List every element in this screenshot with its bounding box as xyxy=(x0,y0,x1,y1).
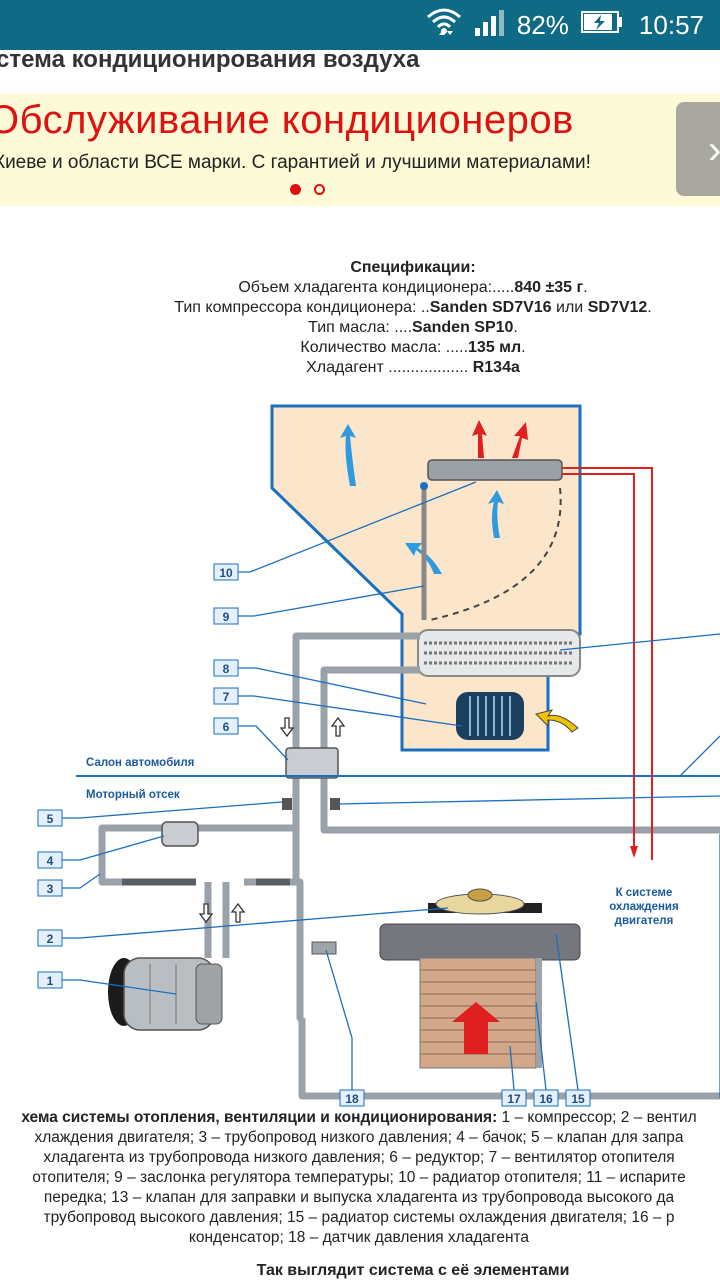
svg-text:8: 8 xyxy=(223,662,230,676)
ad-banner[interactable]: Обслуживание кондиционеров Киеве и облас… xyxy=(0,94,720,206)
spec-label: Хладагент .................. xyxy=(306,359,473,376)
clock: 10:57 xyxy=(638,9,704,40)
ac-system-diagram: Салон автомобиля Моторный отсек К систем… xyxy=(0,398,720,1110)
salon-label: Салон автомобиля xyxy=(86,757,194,769)
spec-value: 840 ±35 г xyxy=(514,279,584,296)
callout-7: 7 xyxy=(213,687,239,705)
svg-text:5: 5 xyxy=(47,812,54,826)
callout-18: 18 xyxy=(339,1089,365,1107)
motor-label: Моторный отсек xyxy=(86,789,180,801)
caption-line: 1 – компрессор; 2 – вентил xyxy=(497,1109,697,1126)
svg-text:10: 10 xyxy=(219,566,233,580)
svg-text:1: 1 xyxy=(47,974,54,988)
ad-text[interactable]: Киеве и области ВСЕ марки. С гарантией и… xyxy=(0,152,591,173)
callout-8: 8 xyxy=(213,659,239,677)
battery-percent: 82% xyxy=(516,9,569,40)
caption-title: хема системы отопления, вентиляции и кон… xyxy=(21,1109,498,1126)
radiator-fan xyxy=(428,888,542,915)
page-heading: стема кондиционирования воздуха xyxy=(0,46,420,73)
ad-dot[interactable] xyxy=(314,184,325,195)
svg-text:7: 7 xyxy=(223,690,230,704)
svg-text:9: 9 xyxy=(223,610,230,624)
pressure-sensor xyxy=(311,941,337,955)
caption-line: передка; 13 – клапан для заправки и выпу… xyxy=(43,1189,675,1206)
ad-dot-active[interactable] xyxy=(290,184,301,195)
spec-label: Тип компрессора кондиционера: .. xyxy=(174,299,430,316)
heater-fan xyxy=(456,692,524,740)
hot-air-arrows xyxy=(472,420,528,458)
svg-text:18: 18 xyxy=(345,1092,359,1106)
cooling-label-2: охлаждения xyxy=(609,901,678,913)
svg-text:15: 15 xyxy=(571,1092,585,1106)
svg-text:6: 6 xyxy=(223,720,230,734)
callout-10: 10 xyxy=(213,563,239,581)
spec-value: Sanden SD7V16 xyxy=(429,299,552,316)
pressure-reducer xyxy=(285,747,339,779)
callout-1: 1 xyxy=(37,971,63,989)
callout-3: 3 xyxy=(37,879,63,897)
spec-value: 135 мл xyxy=(468,339,522,356)
svg-text:16: 16 xyxy=(539,1092,553,1106)
ad-title[interactable]: Обслуживание кондиционеров xyxy=(0,98,574,142)
evaporator xyxy=(417,629,581,677)
callout-16: 16 xyxy=(533,1089,559,1107)
diagram-caption: хема системы отопления, вентиляции и кон… xyxy=(0,1108,720,1248)
wifi-icon xyxy=(425,5,463,46)
battery-icon xyxy=(579,9,623,42)
engine-radiator xyxy=(379,923,581,961)
caption-line: отопителя; 9 – заслонка регулятора темпе… xyxy=(32,1169,686,1186)
svg-text:2: 2 xyxy=(47,932,54,946)
callout-15: 15 xyxy=(565,1089,591,1107)
cooling-label-3: двигателя xyxy=(615,915,674,927)
caption-line: хлаждения двигателя; 3 – трубопровод низ… xyxy=(34,1129,684,1146)
compressor xyxy=(108,957,223,1031)
section-title: Так выглядит система с её элементами xyxy=(256,1262,570,1279)
spec-label: Количество масла: ..... xyxy=(300,339,469,356)
callout-2: 2 xyxy=(37,929,63,947)
caption-line: конденсатор; 18 – датчик давления хладаг… xyxy=(188,1229,530,1246)
svg-text:4: 4 xyxy=(47,854,54,868)
callout-17: 17 xyxy=(501,1089,527,1107)
cooling-label-1: К системе xyxy=(616,887,673,899)
spec-value: Sanden SP10 xyxy=(412,319,514,336)
callout-boxes: 10 9 8 7 6 5 4 3 2 1 18 17 16 15 xyxy=(37,563,591,1107)
spec-value: SD7V12 xyxy=(587,299,648,316)
chevron-right-icon: › xyxy=(708,128,720,172)
spec-label: Тип масла: .... xyxy=(308,319,413,336)
spec-label: или xyxy=(551,299,588,316)
callout-4: 4 xyxy=(37,851,63,869)
airflow-arrows xyxy=(340,424,504,574)
receiver-tank xyxy=(161,821,199,847)
specs-heading: Спецификации: xyxy=(350,259,476,276)
callout-6: 6 xyxy=(213,717,239,735)
caption-line: хладагента из трубопровода низкого давле… xyxy=(43,1149,675,1166)
spec-value: R134a xyxy=(472,359,520,376)
spec-label: Объем хладагента кондиционера:..... xyxy=(238,279,515,296)
callout-5: 5 xyxy=(37,809,63,827)
heater-radiator xyxy=(427,459,563,481)
ad-next-button[interactable]: › xyxy=(676,102,720,196)
caption-line: трубопровод высокого давления; 15 – ради… xyxy=(43,1209,675,1226)
callout-9: 9 xyxy=(213,607,239,625)
condenser xyxy=(419,957,542,1069)
svg-text:3: 3 xyxy=(47,882,54,896)
status-bar: 82% 10:57 xyxy=(0,0,720,50)
specifications: Спецификации: Объем хладагента кондицион… xyxy=(174,259,652,376)
signal-icon xyxy=(473,8,507,43)
svg-text:17: 17 xyxy=(507,1092,521,1106)
